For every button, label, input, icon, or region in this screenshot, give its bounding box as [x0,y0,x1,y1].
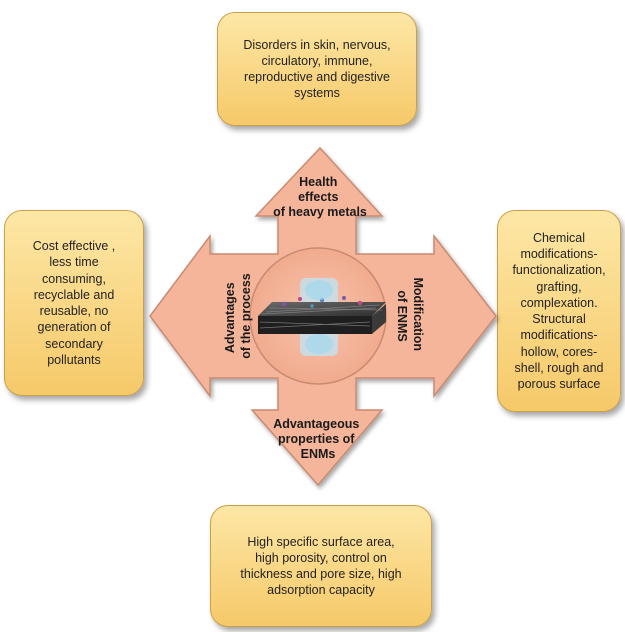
arrow-down-label: Advantageous properties of ENMs [273,417,363,461]
bottom-box: High specific surface area, high porosit… [210,505,432,627]
arrow-up-label: Health effects of heavy metals [273,175,367,219]
right-box: Chemical modifications- functionalizatio… [497,210,621,412]
arrow-right-label: Modification of ENMS [395,277,425,354]
arrow-left-label: Advantages of the process [223,273,253,358]
bottom-box-text: High specific surface area, high porosit… [240,534,402,598]
left-box-text: Cost effective , less time consuming, re… [32,239,116,367]
right-box-text: Chemical modifications- functionalizatio… [512,230,606,391]
top-box: Disorders in skin, nervous, circulatory,… [217,12,417,126]
top-box-text: Disorders in skin, nervous, circulatory,… [243,37,391,101]
left-box: Cost effective , less time consuming, re… [4,210,144,396]
nanofiber-membrane-icon [258,278,386,356]
